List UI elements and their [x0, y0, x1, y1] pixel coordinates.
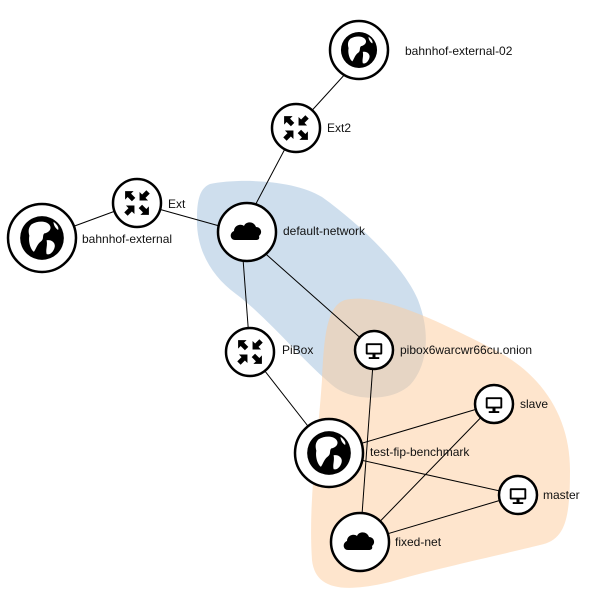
node-label: test-fip-benchmark [370, 445, 470, 459]
node-pibox-onion[interactable]: pibox6warcwr66cu.onion [353, 329, 532, 371]
node-label: Ext2 [327, 121, 351, 135]
node-pibox[interactable]: PiBox [224, 326, 313, 378]
node-test-fip-benchmark[interactable]: test-fip-benchmark [293, 417, 470, 489]
node-ring [270, 102, 322, 154]
node-label: master [543, 488, 580, 502]
node-bahnhof-external-02[interactable]: bahnhof-external-02 [328, 19, 513, 81]
node-fixed-net[interactable]: fixed-net [329, 511, 442, 573]
node-label: bahnhof-external [82, 232, 172, 246]
node-default-network[interactable]: default-network [216, 201, 366, 263]
node-label: PiBox [282, 343, 313, 357]
node-label: slave [520, 397, 548, 411]
node-bahnhof-external[interactable]: bahnhof-external [6, 202, 172, 274]
edge-pibox-onion-fixed-net [359, 349, 375, 543]
node-ext2[interactable]: Ext2 [270, 102, 351, 154]
node-label: pibox6warcwr66cu.onion [400, 343, 532, 357]
node-master[interactable]: master [497, 474, 580, 516]
node-label: fixed-net [395, 535, 442, 549]
edge-fixed-net-slave [359, 403, 495, 543]
node-ext[interactable]: Ext [111, 177, 186, 229]
globe-icon [307, 431, 351, 475]
node-ring [224, 326, 276, 378]
node-label: bahnhof-external-02 [405, 44, 513, 58]
node-label: default-network [283, 224, 366, 238]
globe-icon [20, 216, 64, 260]
node-slave[interactable]: slave [473, 383, 548, 425]
fixed-net-region [311, 298, 570, 588]
globe-icon [340, 31, 378, 69]
node-label: Ext [168, 197, 186, 211]
node-ring [111, 177, 163, 229]
